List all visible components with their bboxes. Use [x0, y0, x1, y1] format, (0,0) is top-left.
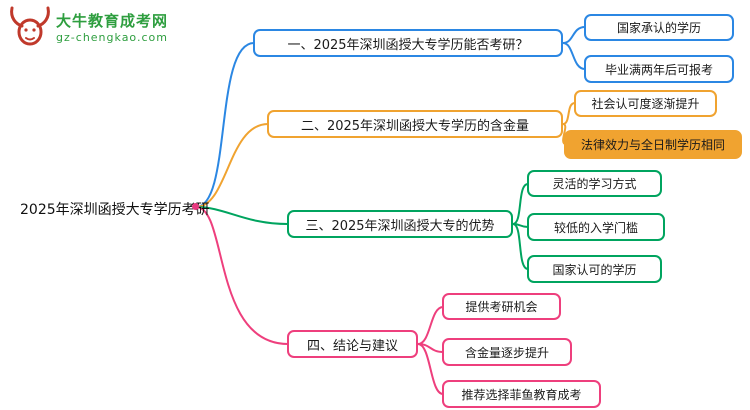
root-topic-label: 2025年深圳函授大专学历考研 [20, 202, 210, 218]
connector-branch-1 [195, 42, 255, 208]
logo-subtitle: gz-chengkao.com [56, 30, 168, 44]
connector-b1-c1 [562, 26, 586, 44]
connector-branch-2 [195, 123, 269, 208]
branch-3-child-3-node: 国家认可的学历 [527, 255, 662, 283]
branch-3-node: 三、2025年深圳函授大专的优势 [287, 210, 513, 238]
branch-1-node: 一、2025年深圳函授大专学历能否考研？ [253, 29, 563, 57]
branch-4-child-1-node: 提供考研机会 [442, 293, 561, 320]
site-logo: 大牛教育成考网 gz-chengkao.com [8, 6, 168, 50]
branch-3-child-2-node: 较低的入学门槛 [527, 213, 665, 241]
branch-4-child-3-node: 推荐选择菲鱼教育成考 [442, 380, 601, 408]
branch-1-child-2-node: 毕业满两年后可报考 [584, 55, 734, 83]
branch-3-child-1-node: 灵活的学习方式 [527, 170, 662, 197]
logo-title: 大牛教育成考网 [56, 11, 169, 30]
branch-1-child-1-node: 国家承认的学历 [584, 14, 734, 41]
connector-b4-c3 [417, 343, 444, 395]
connector-b3-c3 [512, 223, 529, 270]
branch-4-node: 四、结论与建议 [287, 330, 418, 358]
branch-2-child-2-node: 法律效力与全日制学历相同 [564, 130, 742, 159]
connector-branch-4 [195, 206, 289, 345]
branch-2-node: 二、2025年深圳函授大专学历的含金量 [267, 110, 563, 138]
root-junction-dot [192, 203, 199, 210]
connector-branch-3 [195, 206, 289, 225]
branch-2-child-1-node: 社会认可度逐渐提升 [574, 90, 717, 117]
connector-b1-c2 [562, 42, 586, 70]
connector-b4-c1 [417, 306, 444, 345]
branch-4-child-2-node: 含金量逐步提升 [442, 338, 572, 366]
bull-logo-icon [8, 6, 52, 50]
connector-b3-c1 [512, 183, 529, 225]
